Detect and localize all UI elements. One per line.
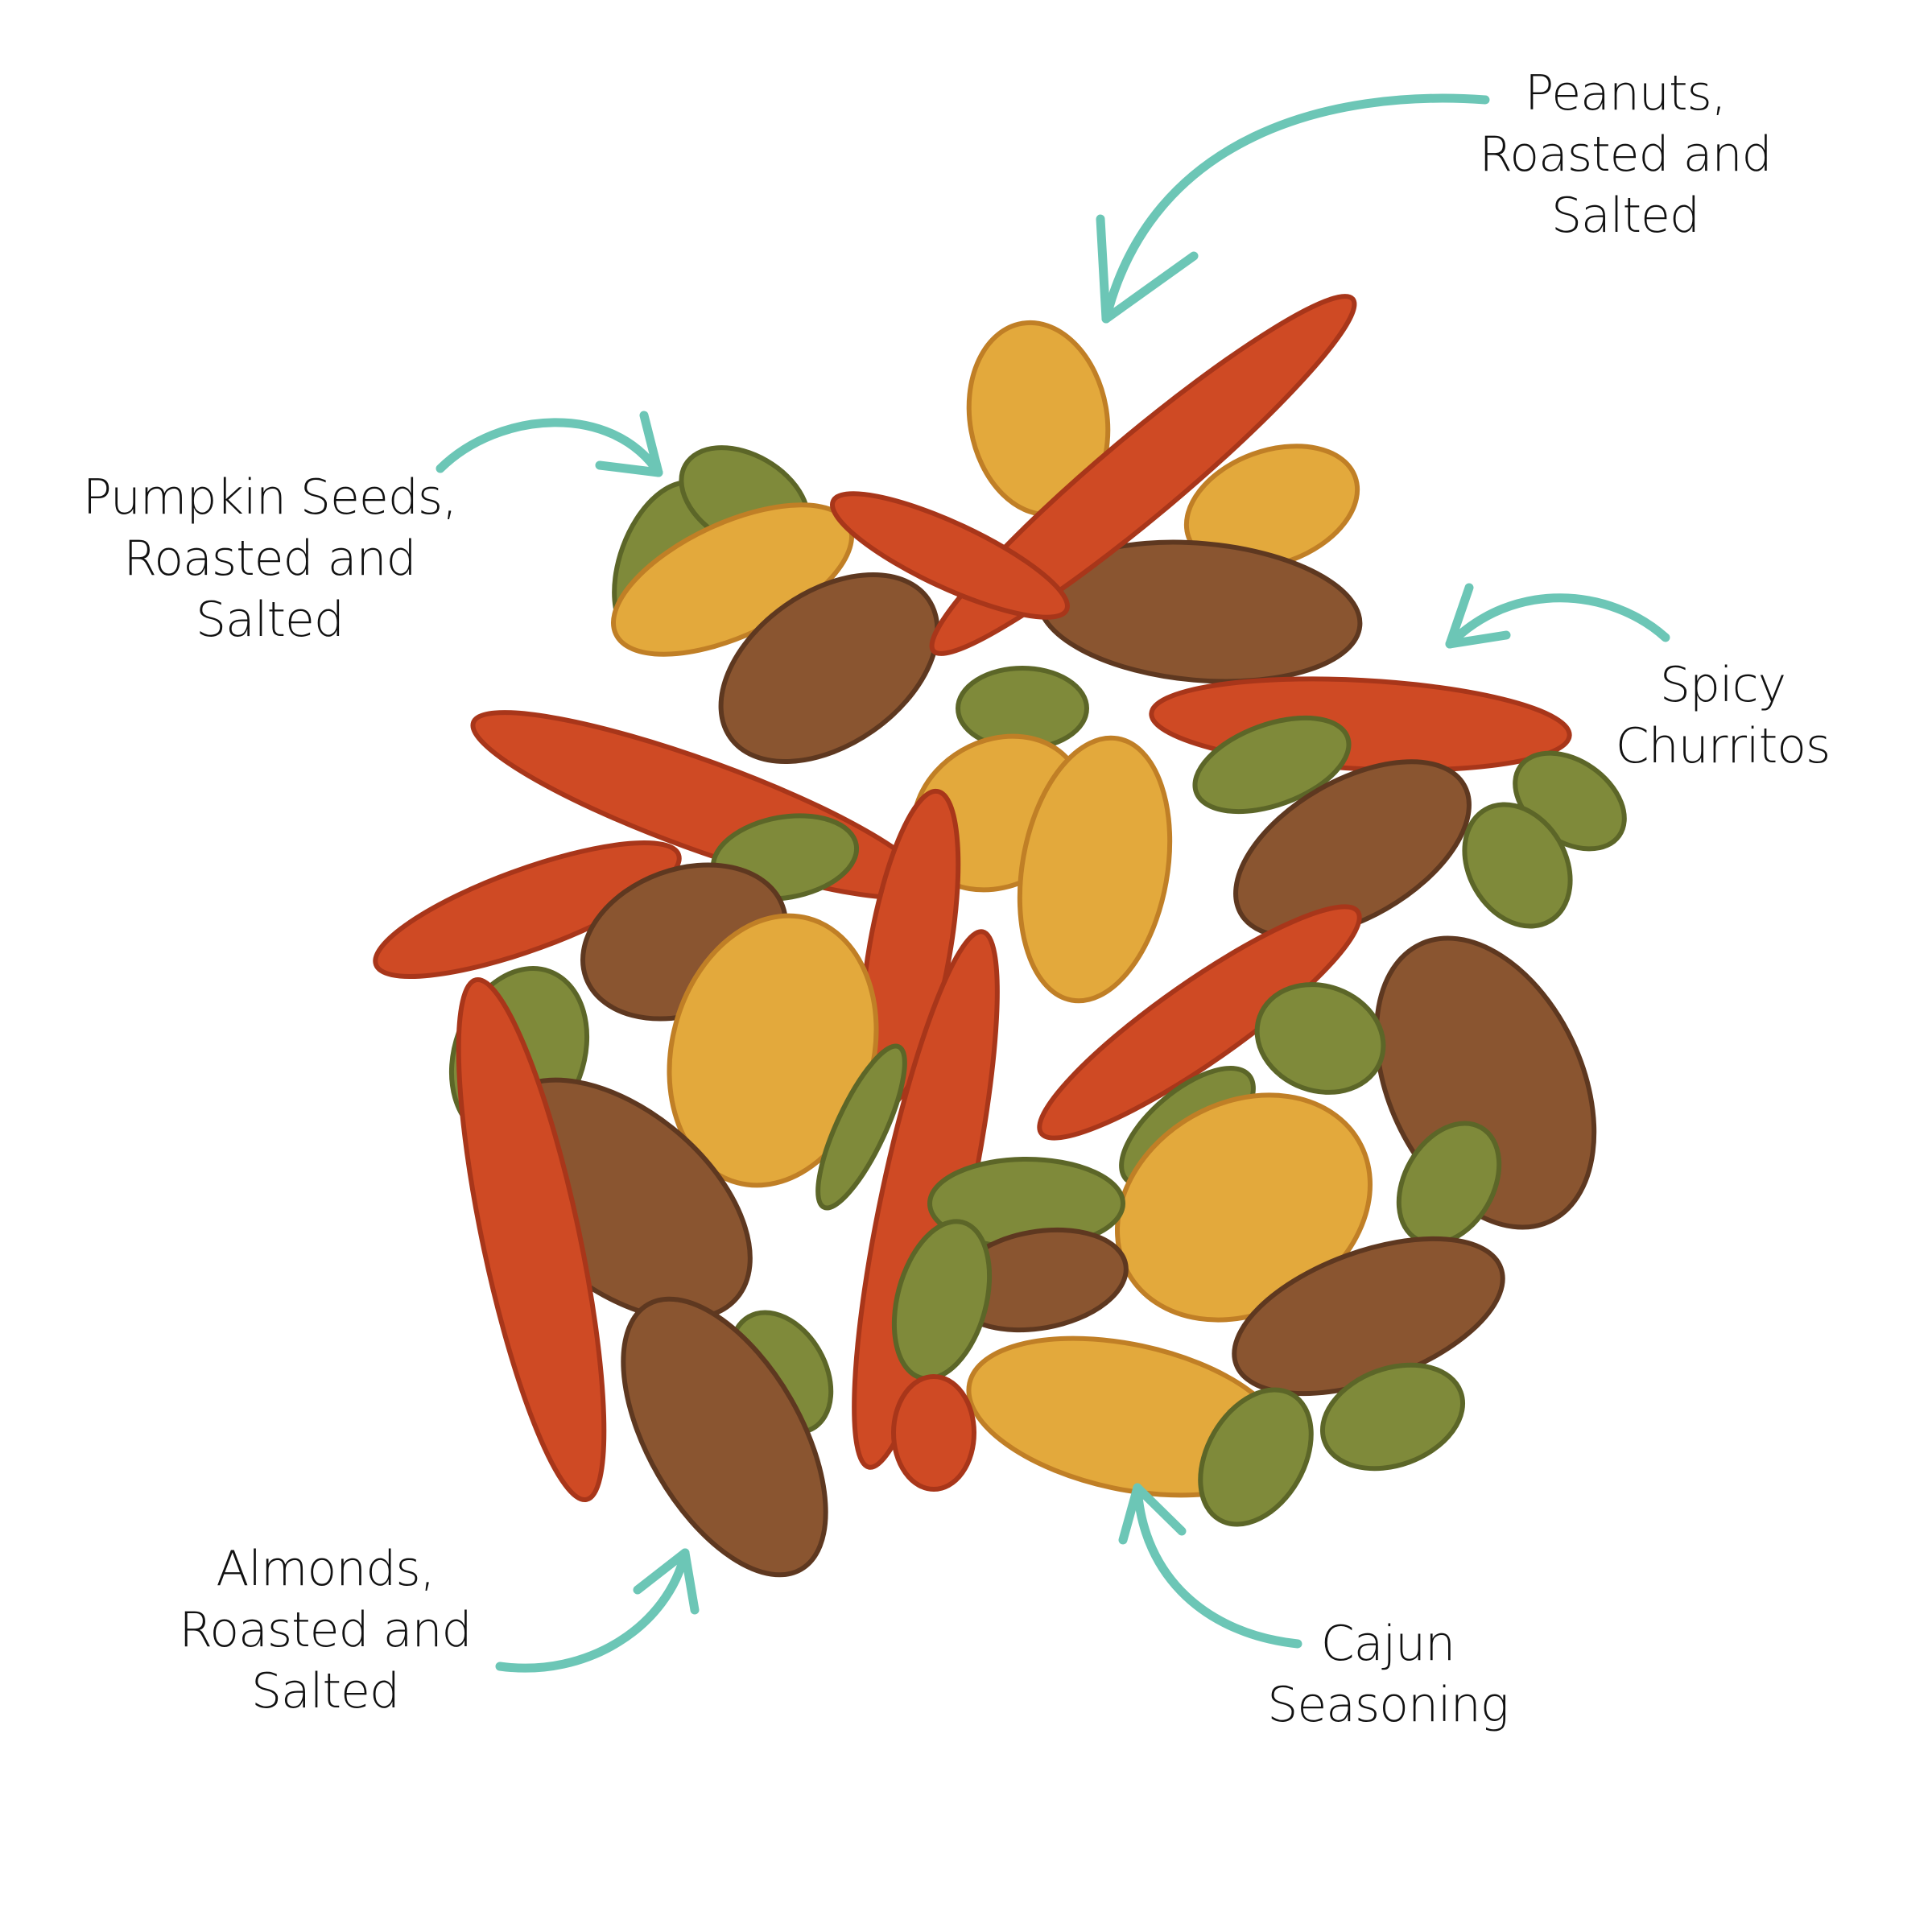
label-pumpkin-seeds: Pumpkin Seeds, Roasted and Salted [82, 467, 458, 650]
pumpkin-seed-piece [1462, 802, 1573, 929]
churrito-piece [456, 976, 607, 1503]
arrow-peanuts [1096, 93, 1490, 324]
pumpkin-seed-piece [815, 1043, 907, 1211]
almond-piece [621, 1296, 828, 1578]
label-peanuts: Peanuts, Roasted and Salted [1479, 63, 1772, 246]
churrito-piece [373, 840, 682, 979]
label-line: Salted [250, 1663, 400, 1719]
peanut-piece [1017, 735, 1173, 1004]
churrito-piece [830, 491, 1070, 620]
label-line: Pumpkin Seeds, [82, 469, 458, 526]
arrow-pumpkin-seeds [436, 411, 663, 477]
arrow-spicy-churritos [1445, 583, 1670, 649]
label-line: Roasted and [123, 530, 416, 587]
label-line: Roasted and [1479, 126, 1772, 183]
label-line: Peanuts, [1525, 65, 1727, 122]
pumpkin-seed-piece [1198, 1387, 1314, 1527]
arrow-almonds [495, 1548, 700, 1673]
pumpkin-seed-piece [1319, 1362, 1466, 1472]
label-line: Almonds, [216, 1541, 435, 1597]
almond-piece [718, 572, 940, 765]
churrito-piece [891, 1374, 976, 1492]
arrow-cajun-seasoning [1118, 1483, 1302, 1649]
label-almonds: Almonds, Roasted and Salted [179, 1538, 472, 1722]
pumpkin-seed-piece [1192, 715, 1352, 815]
label-line: Salted [1550, 188, 1700, 244]
churrito-piece [929, 294, 1357, 656]
almond-piece [1233, 759, 1472, 939]
label-line: Spicy [1659, 657, 1786, 713]
churrito-piece [1037, 904, 1362, 1141]
label-line: Salted [195, 592, 345, 648]
label-line: Churritos [1615, 718, 1831, 774]
pumpkin-seed-piece [1254, 982, 1386, 1095]
label-line: Cajun [1320, 1616, 1455, 1672]
label-cajun-seasoning: Cajun Seasoning [1267, 1613, 1509, 1736]
label-spicy-churritos: Spicy Churritos [1615, 654, 1831, 777]
label-line: Seasoning [1267, 1677, 1509, 1733]
label-line: Roasted and [179, 1602, 472, 1658]
